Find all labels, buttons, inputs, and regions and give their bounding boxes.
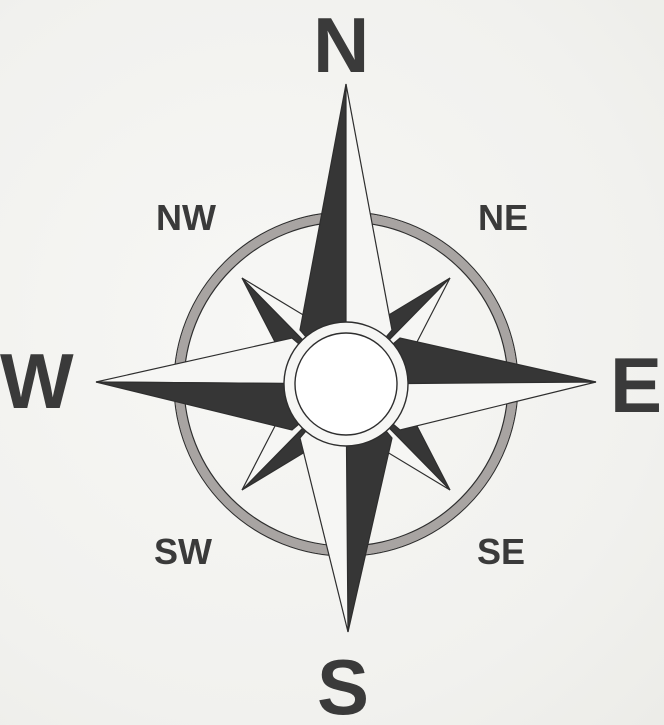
southwest-label: SW (154, 534, 212, 570)
north-label: N (313, 6, 368, 84)
hub-inner (295, 333, 397, 435)
northeast-label: NE (478, 200, 528, 236)
northwest-label: NW (156, 200, 216, 236)
south-label: S (317, 648, 368, 725)
west-label: W (0, 342, 73, 420)
east-label: E (610, 346, 661, 424)
southeast-label: SE (477, 534, 525, 570)
